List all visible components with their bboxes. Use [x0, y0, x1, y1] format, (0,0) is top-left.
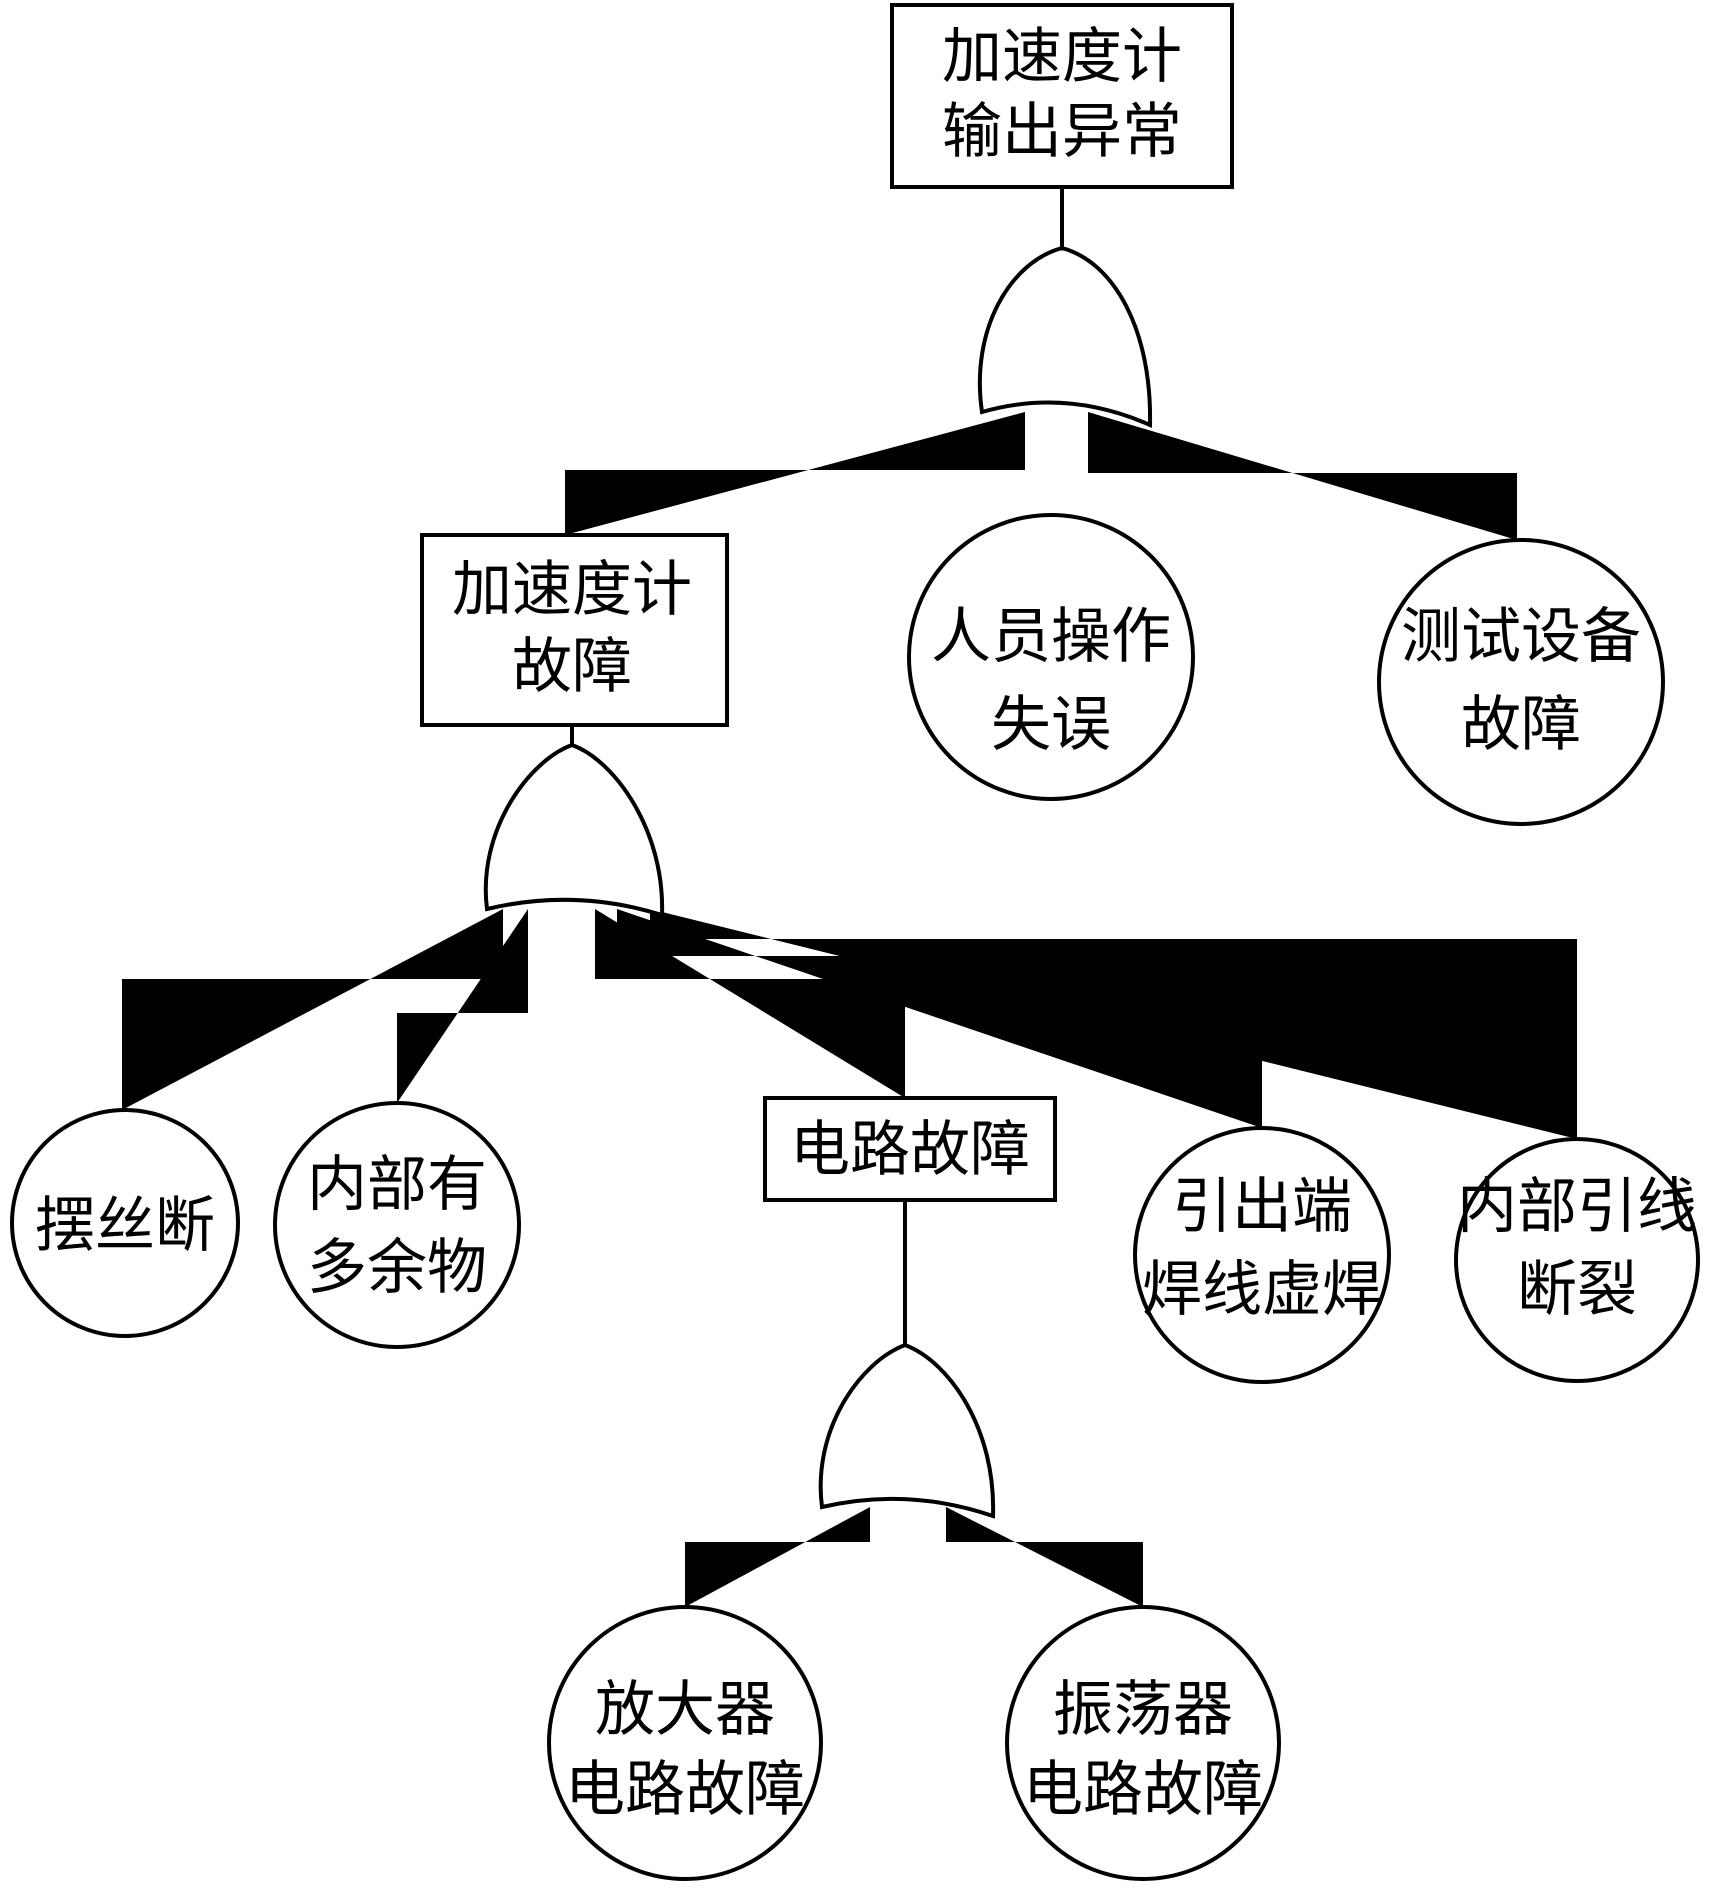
internal-lead-break-event: 内部引线 断裂 — [1454, 1137, 1700, 1383]
internal-lead-line-1: 内部引线 — [1457, 1172, 1697, 1242]
internal-debris-line-2: 多余物 — [307, 1233, 487, 1303]
internal-lead-line-2: 断裂 — [1517, 1255, 1637, 1325]
internal-debris-event: 内部有 多余物 — [273, 1101, 521, 1349]
lead-solder-line-1: 引出端 — [1172, 1172, 1352, 1242]
accelerometer-fault-event: 加速度计 故障 — [420, 533, 729, 727]
or-gates — [483, 245, 1153, 1519]
or-gate — [977, 245, 1153, 429]
human-error-event: 人员操作 失误 — [907, 513, 1195, 801]
pendulum-wire-break-event: 摆丝断 — [10, 1108, 240, 1338]
amplifier-line-2: 电路故障 — [565, 1755, 805, 1825]
circuit-fault-event: 电路故障 — [763, 1096, 1057, 1202]
lead-solder-joint-event: 引出端 焊线虚焊 — [1133, 1126, 1391, 1384]
internal-debris-line-1: 内部有 — [307, 1150, 487, 1220]
amplifier-circuit-fault-event: 放大器 电路故障 — [547, 1605, 823, 1881]
top-event-line-1: 加速度计 — [942, 22, 1182, 92]
top-event-line-2: 输出异常 — [942, 97, 1182, 167]
top-event: 加速度计 输出异常 — [890, 3, 1234, 189]
amplifier-line-1: 放大器 — [595, 1675, 775, 1745]
oscillator-line-2: 电路故障 — [1023, 1755, 1263, 1825]
oscillator-circuit-fault-event: 振荡器 电路故障 — [1005, 1605, 1281, 1881]
accelerometer-fault-line-1: 加速度计 — [452, 555, 692, 625]
oscillator-line-1: 振荡器 — [1053, 1675, 1233, 1745]
connectors — [122, 187, 1577, 1607]
human-error-line-1: 人员操作 — [931, 602, 1171, 672]
human-error-line-2: 失误 — [991, 690, 1111, 760]
pendulum-wire-break-label: 摆丝断 — [35, 1191, 215, 1261]
test-equipment-line-2: 故障 — [1461, 690, 1581, 760]
or-gate — [483, 742, 665, 918]
test-equipment-fault-event: 测试设备 故障 — [1377, 538, 1665, 826]
lead-solder-line-2: 焊线虚焊 — [1142, 1255, 1382, 1325]
or-gate — [818, 1342, 996, 1519]
circuit-fault-label: 电路故障 — [790, 1115, 1030, 1185]
accelerometer-fault-line-2: 故障 — [512, 632, 632, 702]
test-equipment-line-1: 测试设备 — [1401, 602, 1641, 672]
